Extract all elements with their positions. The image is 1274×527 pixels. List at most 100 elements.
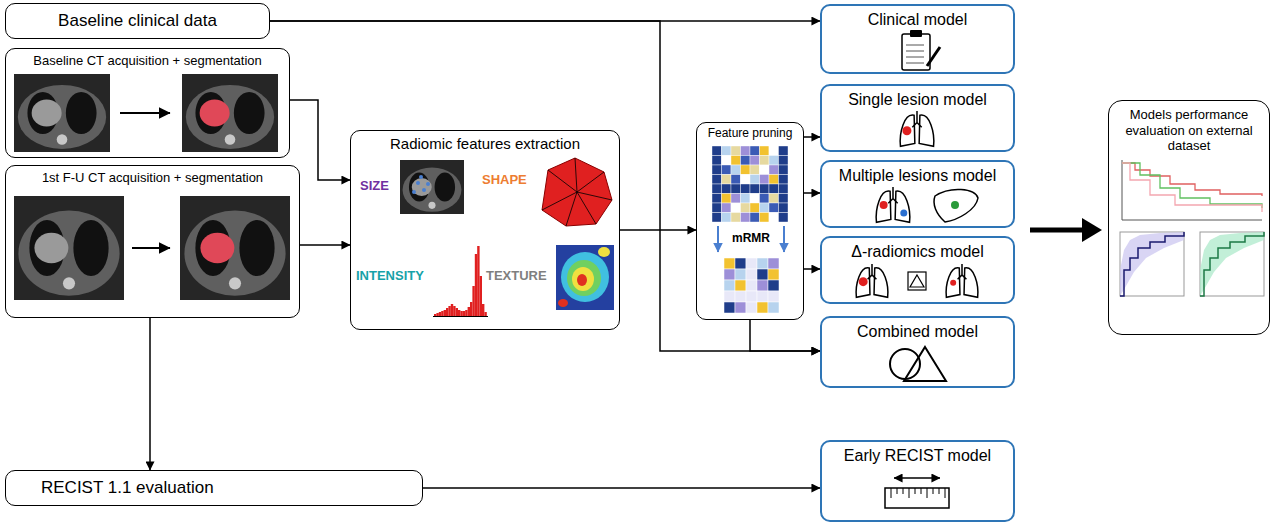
lung-shape (895, 191, 910, 222)
pencil (927, 47, 940, 66)
lung-shape (964, 268, 978, 297)
flow-arrow (1030, 228, 1084, 233)
texture-blob (567, 260, 601, 296)
texture-icon (556, 245, 614, 310)
matrix-cell (741, 175, 751, 185)
matrix-cell (760, 194, 770, 204)
selection-arrow (783, 226, 785, 252)
size-point (419, 175, 423, 179)
data-box: Baseline clinical data (5, 3, 270, 39)
matrix-cell (722, 175, 732, 185)
node-text: Models performance evaluation on externa… (1113, 107, 1265, 154)
matrix-cell (768, 302, 779, 313)
matrix-cell (760, 203, 770, 213)
matrix-cell (757, 258, 768, 269)
model-box: Early RECIST model (820, 440, 1015, 522)
shape-axis (577, 172, 604, 192)
ct-body (403, 168, 462, 212)
node-text: Baseline CT acquisition + segmentation (10, 53, 285, 69)
matrix-cell (731, 203, 741, 213)
histogram-bar (472, 286, 474, 316)
matrix-cell (760, 146, 770, 156)
node-text: Multiple lesions model (826, 166, 1009, 185)
histogram-bar (480, 276, 482, 316)
matrix-cell (750, 184, 760, 194)
matrix-cell (779, 194, 789, 204)
ct-scan (14, 74, 110, 152)
lungs-icon (946, 264, 978, 297)
matrix-cell (722, 146, 732, 156)
histogram-bar (484, 312, 486, 316)
ct-spine (229, 277, 241, 289)
histogram-bar (460, 311, 462, 316)
ct-scan (182, 74, 278, 152)
histogram-bar (436, 313, 438, 316)
ct-lung (234, 92, 265, 134)
matrix-cell (741, 146, 751, 156)
ruler-tick (921, 488, 922, 494)
matrix-cell (712, 213, 722, 223)
matrix-cell (779, 184, 789, 194)
ct-lung (239, 220, 274, 276)
matrix-cell (769, 175, 779, 185)
shape-icon (542, 158, 612, 226)
ct-scan (180, 196, 290, 300)
matrix-cell (760, 184, 770, 194)
node-text: Δ-radiomics model (826, 242, 1009, 261)
matrix-cell (768, 280, 779, 291)
clipboard-line (906, 63, 924, 64)
matrix-cell (769, 165, 779, 175)
node-text: 1st F-U CT acquisition + segmentation (10, 170, 295, 186)
lesion-dot (900, 209, 907, 216)
connector (149, 318, 151, 470)
histogram-axis (433, 316, 488, 317)
ct-lung (73, 220, 108, 276)
image-group: Baseline CT acquisition + segmentation (5, 48, 290, 158)
confidence-band (1200, 232, 1264, 296)
matrix-cell (731, 146, 741, 156)
lung-shape (874, 268, 888, 297)
matrix-cell (779, 213, 789, 223)
ct-lesion (200, 100, 230, 127)
ct-body (184, 211, 285, 296)
matrix-cell (712, 156, 722, 166)
matrix-cell (712, 165, 722, 175)
ct-spine (63, 277, 75, 289)
texture-blob (572, 267, 594, 291)
ct-spine (428, 202, 435, 209)
matrix-cell (750, 156, 760, 166)
connector (804, 136, 820, 138)
lesion-dot (859, 277, 868, 286)
image-group: 1st F-U CT acquisition + segmentation (5, 165, 300, 318)
result-box: Models performance evaluation on externa… (1108, 100, 1270, 335)
roc-curve (1120, 232, 1184, 296)
histogram-bar (470, 302, 472, 316)
ct-lesion (412, 178, 432, 196)
texture-blob (577, 274, 587, 286)
matrix-cell (735, 269, 746, 280)
lesion-dot (880, 201, 888, 209)
ct-spine (225, 134, 236, 145)
ct-body (186, 85, 274, 149)
matrix-cell (760, 165, 770, 175)
node-text: Feature pruning (701, 126, 799, 140)
matrix-cell (750, 203, 760, 213)
liver-icon (934, 189, 978, 222)
ruler-tick (927, 488, 928, 498)
method-label: mRMR (732, 231, 770, 245)
node-text: Baseline clinical data (58, 11, 217, 31)
triangle-symbol (904, 347, 946, 381)
histogram-bar (451, 304, 453, 316)
matrix-cell (722, 184, 732, 194)
matrix-cell (769, 213, 779, 223)
chart-frame (1120, 232, 1184, 296)
shape-volume (542, 158, 612, 226)
model-box: Multiple lesions model (820, 160, 1015, 228)
lung-shape (919, 115, 934, 146)
node-text: Single lesion model (826, 90, 1009, 109)
clipboard-line (906, 57, 924, 58)
ruler-tick (915, 488, 916, 494)
matrix-cell (768, 269, 779, 280)
feature-label: SIZE (360, 178, 389, 194)
